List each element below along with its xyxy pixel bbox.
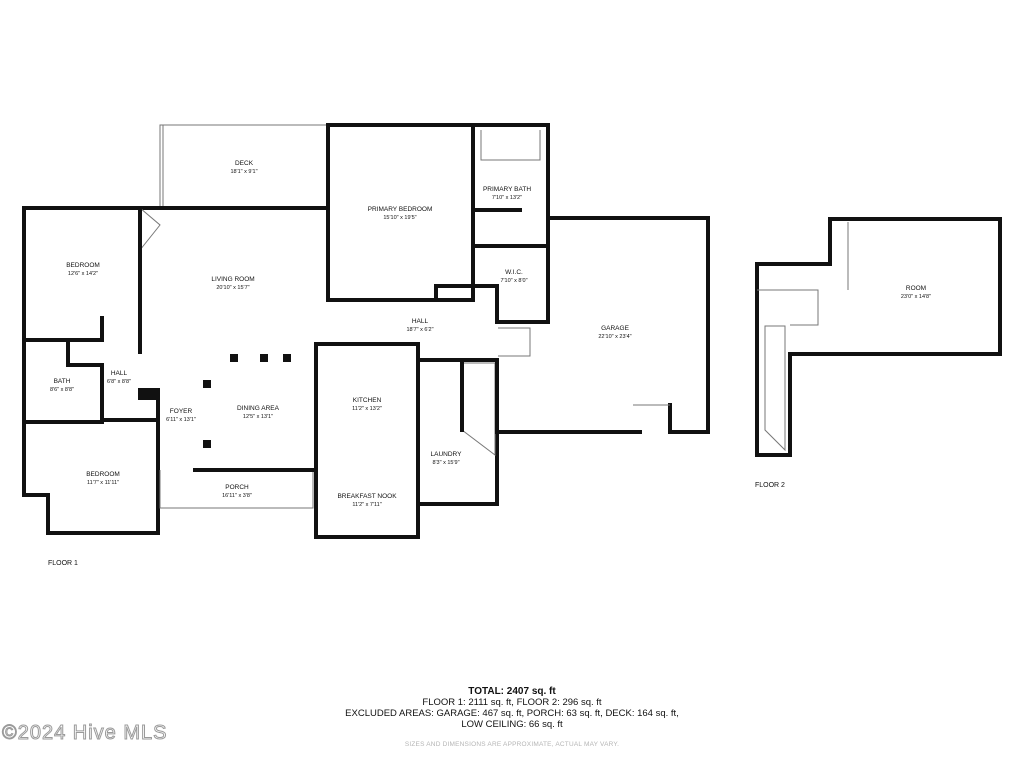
room-dims-garage: 22'10" x 23'4": [598, 334, 631, 340]
room-dims-dining-area: 12'5" x 13'1": [243, 414, 273, 420]
room-name-hall-2: HALL: [111, 370, 128, 377]
kitchen-walls: [314, 342, 420, 539]
room-name-bedroom-1: BEDROOM: [66, 262, 100, 269]
hall1-walls: [434, 284, 499, 324]
room-dims-room: 23'0" x 14'8": [901, 294, 931, 300]
room-name-garage: GARAGE: [601, 325, 629, 332]
room-dims-breakfast-nook: 11'2" x 7'11": [352, 502, 381, 508]
room-labels: DECK 18'1" x 9'1" PRIMARY BEDROOM 15'10"…: [48, 160, 931, 567]
floor-areas: FLOOR 1: 2111 sq. ft, FLOOR 2: 296 sq. f…: [422, 697, 602, 708]
floor-1-plan: [22, 123, 710, 539]
room-name-room: ROOM: [906, 285, 926, 292]
room-name-living-room: LIVING ROOM: [211, 276, 254, 283]
total-area: TOTAL: 2407 sq. ft: [290, 686, 734, 697]
room-name-primary-bedroom: PRIMARY BEDROOM: [368, 206, 433, 213]
stairs-floor1: [461, 362, 496, 457]
excluded-areas: EXCLUDED AREAS: GARAGE: 467 sq. ft, PORC…: [345, 708, 679, 719]
watermark: ©2024 Hive MLS: [1, 722, 168, 745]
room-name-laundry: LAUNDRY: [431, 451, 463, 458]
floor-2-label: FLOOR 2: [755, 482, 785, 489]
room-dims-hall-1: 18'7" x 6'2": [406, 327, 433, 333]
landing: [757, 289, 819, 326]
area-summary: TOTAL: 2407 sq. ft FLOOR 1: 2111 sq. ft,…: [290, 686, 734, 730]
room-name-deck: DECK: [235, 160, 254, 167]
room-name-breakfast-nook: BREAKFAST NOOK: [337, 493, 397, 500]
disclaimer: SIZES AND DIMENSIONS ARE APPROXIMATE, AC…: [404, 741, 620, 748]
room-name-hall-1: HALL: [412, 318, 429, 325]
primary-bedroom-walls: [326, 123, 475, 302]
west-walls: [22, 338, 160, 535]
room-dims-deck: 18'1" x 9'1": [230, 169, 257, 175]
room-dims-bedroom-1: 12'6" x 14'2": [68, 271, 98, 277]
hall-walls: [100, 388, 160, 472]
floor-1-label: FLOOR 1: [48, 560, 78, 567]
room-name-porch: PORCH: [225, 484, 249, 491]
room-name-kitchen: KITCHEN: [353, 397, 382, 404]
room-dims-kitchen: 11'2" x 13'2": [352, 406, 382, 412]
stairs-floor2: [764, 325, 786, 452]
room-dims-hall-2: 6'8" x 8'8": [107, 379, 131, 385]
fireplace: [139, 206, 161, 252]
tub: [480, 130, 541, 161]
room-dims-wic: 7'10" x 8'0": [500, 278, 527, 284]
room-name-wic: W.I.C.: [505, 269, 523, 276]
total-label: TOTAL:: [468, 686, 505, 697]
floor-2-plan: [755, 217, 1002, 457]
room-dims-laundry: 8'3" x 15'9": [432, 460, 459, 466]
room-dims-bath: 8'6" x 8'8": [50, 387, 74, 393]
room-dims-foyer: 6'11" x 13'1": [166, 417, 196, 423]
low-ceiling: LOW CEILING: 66 sq. ft: [461, 719, 563, 730]
primary-bath-walls: [471, 123, 550, 324]
room-name-bedroom-2: BEDROOM: [86, 471, 120, 478]
room-dims-living-room: 20'10" x 15'7": [216, 285, 249, 291]
total-value: 2407 sq. ft: [506, 686, 556, 697]
garage-steps: [498, 327, 531, 357]
garage-walls: [495, 216, 710, 434]
room-dims-primary-bedroom: 15'10" x 19'5": [383, 215, 416, 221]
laundry-walls: [416, 358, 499, 506]
floor2-walls: [755, 217, 1002, 457]
porch-outline: [159, 470, 314, 509]
room-name-foyer: FOYER: [170, 408, 193, 415]
room-dims-porch: 16'11" x 3'8": [222, 493, 252, 499]
room-dims-bedroom-2: 11'7" x 11'11": [87, 480, 119, 486]
room-dims-primary-bath: 7'10" x 13'2": [492, 195, 522, 201]
deck-outline: [159, 124, 328, 207]
room-name-bath: BATH: [54, 378, 71, 385]
room-name-primary-bath: PRIMARY BATH: [483, 186, 531, 193]
closet-block: [138, 390, 158, 400]
room-name-dining-area: DINING AREA: [237, 405, 280, 412]
